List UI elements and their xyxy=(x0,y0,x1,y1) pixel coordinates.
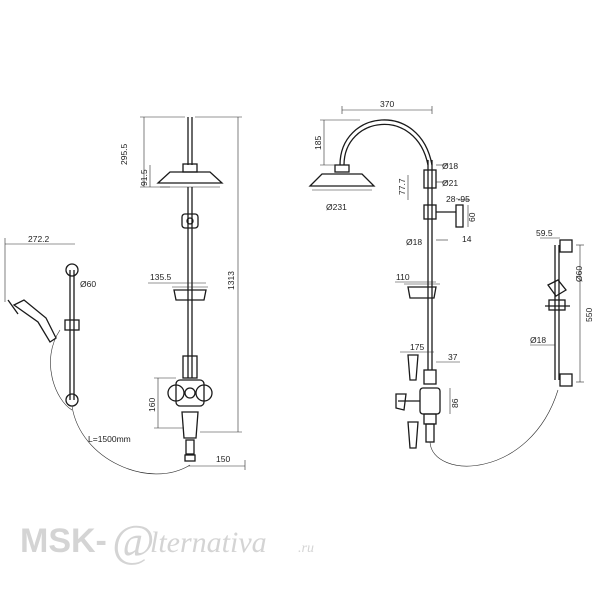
watermark-tld: .ru xyxy=(298,541,314,556)
dim-370: 370 xyxy=(380,99,394,109)
dim-hose-length: L=1500mm xyxy=(88,434,131,444)
dim-14: 14 xyxy=(462,234,472,244)
dim-550: 550 xyxy=(584,308,594,322)
watermark-prefix: MSK- xyxy=(20,522,107,560)
watermark: MSK- @ lternativa .ru xyxy=(20,515,314,566)
left-shower-assembly xyxy=(7,117,224,475)
dim-160: 160 xyxy=(147,398,157,412)
dim-dia-231: Ø231 xyxy=(326,202,347,212)
dim-dia-60-left: Ø60 xyxy=(80,279,96,289)
dim-272-2: 272.2 xyxy=(28,234,50,244)
watermark-at: @ xyxy=(112,515,154,566)
dim-59-5: 59.5 xyxy=(536,228,553,238)
dim-175: 175 xyxy=(410,342,424,352)
dim-dia-21: Ø21 xyxy=(442,178,458,188)
right-dimension-lines xyxy=(320,106,584,414)
dim-37: 37 xyxy=(448,352,458,362)
dim-dia-18-top: Ø18 xyxy=(442,161,458,171)
left-dimension-labels: 272.2 Ø60 L=1500mm 295.5 91.5 135.5 1313… xyxy=(28,143,236,464)
right-dimension-labels: 370 185 Ø18 77.7 Ø21 Ø231 28~95 60 Ø18 1… xyxy=(313,99,594,408)
dim-150: 150 xyxy=(216,454,230,464)
dim-185: 185 xyxy=(313,136,323,150)
dim-135-5: 135.5 xyxy=(150,272,172,282)
dim-dia-18-mid: Ø18 xyxy=(406,237,422,247)
dim-60-bracket: 60 xyxy=(467,212,477,222)
dim-77-7: 77.7 xyxy=(397,178,407,195)
dim-110: 110 xyxy=(396,272,410,282)
dim-91-5: 91.5 xyxy=(139,169,149,186)
right-shower-assembly xyxy=(308,119,573,467)
dim-86: 86 xyxy=(450,398,460,408)
dim-295-5: 295.5 xyxy=(119,143,129,165)
dim-1313: 1313 xyxy=(226,271,236,290)
dim-28-95: 28~95 xyxy=(446,194,470,204)
watermark-suffix: lternativa xyxy=(150,526,267,559)
left-dimension-lines xyxy=(4,116,246,470)
dim-dia-60-right: Ø60 xyxy=(574,266,584,282)
dim-dia-18-rail: Ø18 xyxy=(530,335,546,345)
